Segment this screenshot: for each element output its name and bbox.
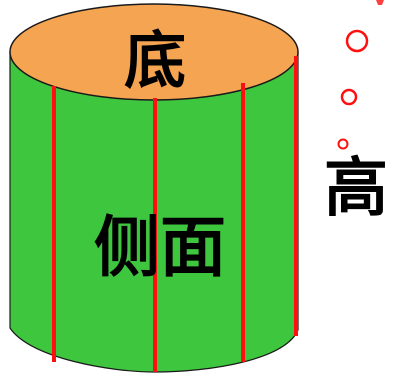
lateral-label: 侧面 (94, 209, 226, 286)
circle-small (337, 138, 349, 150)
circle-medium (340, 88, 358, 106)
height-label: 高 (324, 152, 388, 226)
corner-mark (376, 0, 384, 5)
circle-large (345, 29, 369, 53)
base-label: 底 (124, 24, 186, 97)
